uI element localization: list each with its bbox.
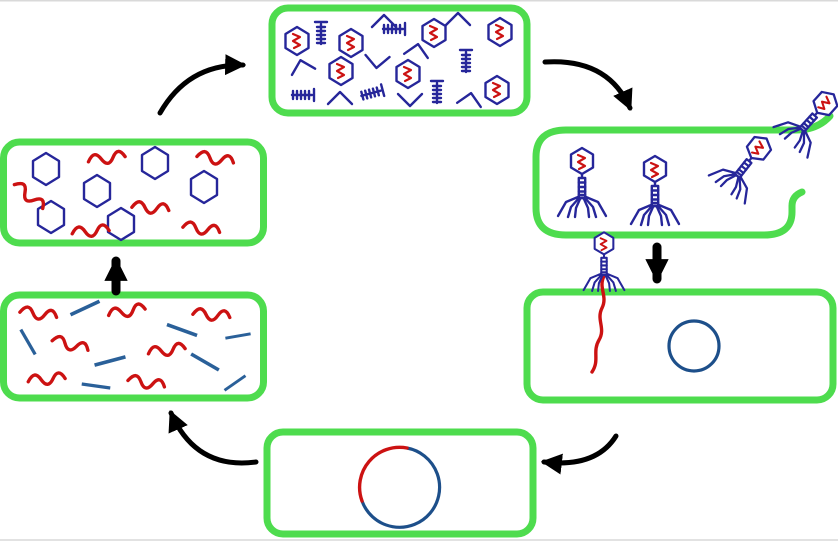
- cell-membrane-injection: [523, 288, 837, 404]
- stage-dna-replication: [0, 291, 267, 402]
- arrow-circularization-to-replication: [168, 410, 259, 466]
- phage-icon: [629, 154, 681, 227]
- cell-membrane-circularization: [263, 428, 537, 538]
- stage-dna-circularization: [263, 428, 537, 538]
- capsid-dna-icon: [484, 74, 510, 106]
- injected-dna-strand: [590, 274, 606, 374]
- phage-icon: [707, 123, 786, 206]
- chromosome-arc: [360, 446, 442, 529]
- capsid-dna-icon: [338, 27, 364, 59]
- stage-capsid-and-dna-synthesis: [0, 138, 267, 247]
- cycle-arrows: [104, 54, 669, 475]
- arrow-assembly-to-lysis: [542, 59, 633, 111]
- integrated-dna-arc: [357, 445, 409, 503]
- capsid-dna-icon: [395, 58, 421, 90]
- host-chromosome-circle: [667, 319, 721, 373]
- capsid-dna-icon: [284, 25, 310, 57]
- stage-lysis-and-release: [532, 77, 838, 239]
- stage-attachment-and-injection: [523, 231, 837, 404]
- circular-phage-dna: [357, 445, 442, 529]
- arrow-injection-to-circularization: [540, 433, 619, 475]
- stage-component-assembly: [268, 4, 531, 117]
- lysed-cell-membrane: [532, 112, 834, 239]
- cell-membrane-synthesis: [0, 138, 267, 247]
- cell-membrane-replication: [0, 291, 267, 402]
- arrow-synthesis-to-assembly: [157, 54, 247, 116]
- phage-icon: [556, 146, 608, 219]
- lysis-contents: [556, 77, 838, 227]
- capsid-dna-icon: [328, 55, 354, 87]
- cell-membrane-assembly: [268, 4, 531, 117]
- capsid-dna-icon: [487, 16, 513, 48]
- capsid-dna-icon: [421, 17, 447, 49]
